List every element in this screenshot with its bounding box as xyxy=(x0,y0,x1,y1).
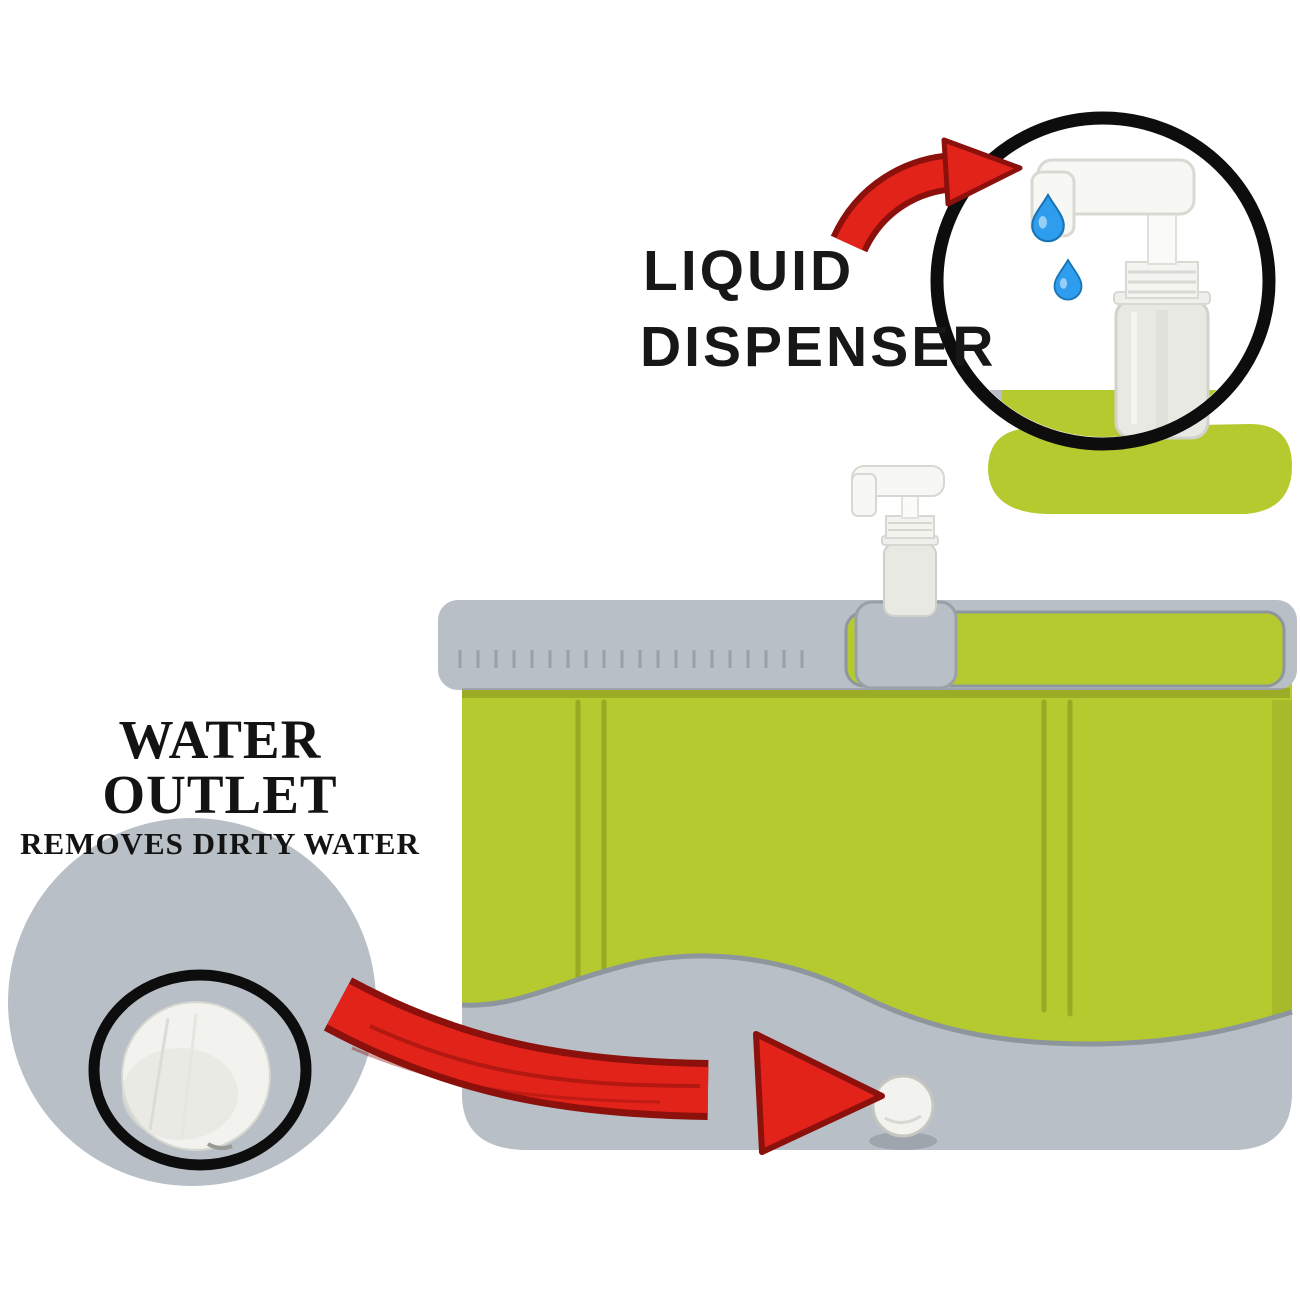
water-outlet-title: WATER OUTLET xyxy=(102,709,338,825)
red-arrow-bottom-icon xyxy=(323,977,885,1155)
water-outlet-label-block: WATER OUTLET REMOVES DIRTY WATER xyxy=(4,712,436,859)
zoom-ring-outline xyxy=(930,111,1276,451)
liquid-dispenser-zoom-circle xyxy=(930,111,1292,514)
bucket-grooves xyxy=(575,699,1073,1017)
bucket-base-edge xyxy=(461,953,1293,1047)
liquid-dispenser-label-line2: DISPENSER xyxy=(640,315,997,379)
bucket-pump-dispenser xyxy=(851,465,945,617)
bucket-right-shade xyxy=(1272,700,1292,1030)
water-drop-icon-1 xyxy=(1031,192,1065,243)
red-arrow-top-icon xyxy=(830,137,1023,254)
mop-bucket-illustration xyxy=(438,465,1297,1150)
drain-outlet-knob xyxy=(869,1074,937,1150)
outlet-plug xyxy=(121,1001,271,1151)
zoom-green-lid xyxy=(988,424,1292,514)
liquid-dispenser-label-line1: LIQUID xyxy=(643,239,855,303)
water-outlet-zoom-circle xyxy=(8,818,376,1186)
lid-ribs xyxy=(458,650,804,668)
water-drop-icon-2 xyxy=(1053,258,1083,301)
outlet-ring-outline xyxy=(88,969,312,1171)
bucket-lid xyxy=(438,600,1297,698)
water-outlet-subtitle: REMOVES DIRTY WATER xyxy=(20,826,420,861)
